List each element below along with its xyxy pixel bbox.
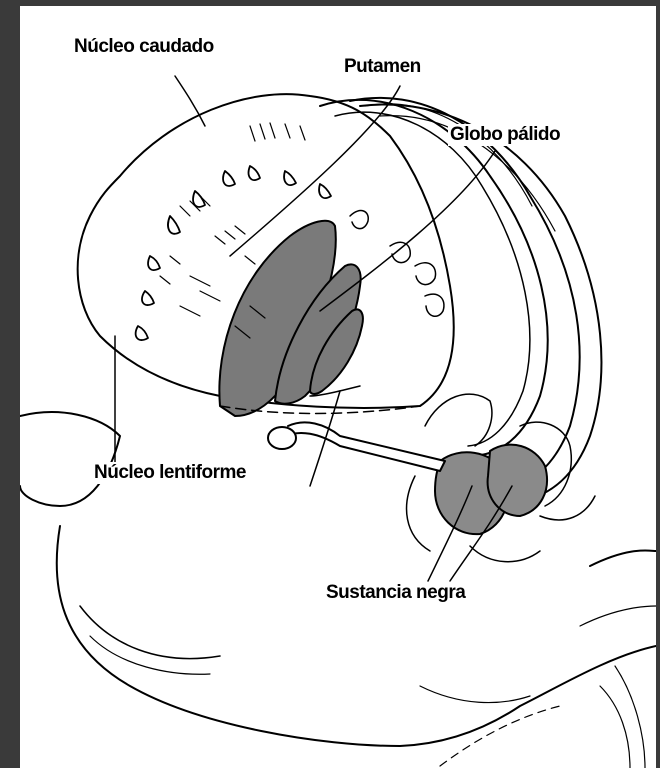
- label-sustancia-negra: Sustancia negra: [324, 582, 467, 604]
- label-nucleo-lentiforme: Núcleo lentiforme: [92, 462, 248, 484]
- anterior-commissure: [280, 422, 445, 471]
- substantia-nigra-lobe-2: [488, 445, 547, 516]
- basal-ganglia-illustration: [20, 6, 656, 768]
- temporal-lobe-outline: [20, 412, 120, 506]
- diagram-canvas: Núcleo caudado Putamen Globo pálido Núcl…: [20, 6, 656, 768]
- label-nucleo-caudado: Núcleo caudado: [72, 36, 216, 58]
- label-putamen: Putamen: [342, 56, 423, 78]
- label-globo-palido: Globo pálido: [448, 124, 562, 146]
- brainstem-outline: [57, 526, 656, 746]
